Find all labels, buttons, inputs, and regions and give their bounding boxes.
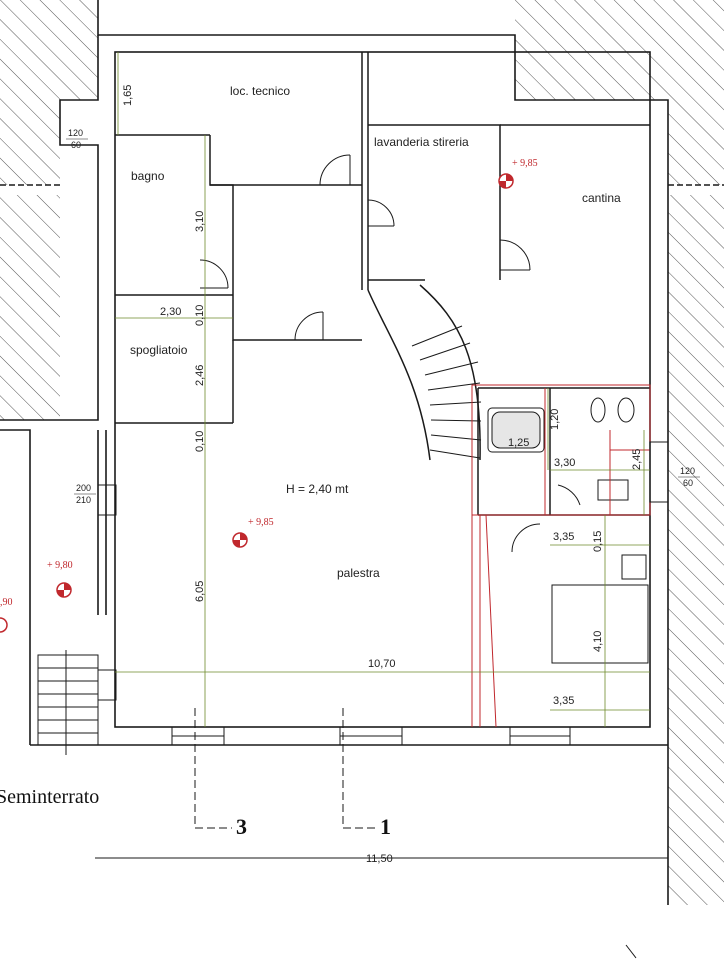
dim-3-35-b: 3,35 [553,695,574,707]
section-lines [95,708,668,859]
dim-10-70: 10,70 [368,658,396,670]
dim-11-50: 11,50 [366,853,393,865]
height-note: H = 2,40 mt [286,482,349,496]
door-swings [199,154,581,553]
room-label-spogliatoio: spogliatoio [130,343,188,357]
dimension-lines [115,52,650,727]
window-1-width: 120 [68,128,83,138]
elevation-label-4: ,90 [0,597,13,608]
window-2-height: 60 [683,478,693,488]
dim-2-46: 2,46 [194,365,206,386]
bathroom-fixtures [487,397,649,664]
dim-3-35-a: 3,35 [553,531,574,543]
redline-overlay [471,384,651,728]
level-label: Seminterrato [0,786,99,808]
dim-6-05: 6,05 [194,581,206,602]
elevation-label-1: + 9,85 [512,158,538,169]
room-label-lavanderia: lavanderia stireria [374,135,469,149]
dim-4-10: 4,10 [592,631,604,652]
room-label-palestra: palestra [337,566,380,580]
staircase [411,325,482,459]
elevation-label-2: + 9,85 [248,517,274,528]
dim-0-10-b: 0,10 [194,431,206,452]
dim-2-30: 2,30 [160,306,181,318]
exterior-steps [37,650,99,755]
section-marker-1: 1 [380,814,391,839]
room-label-bagno: bagno [131,169,165,183]
elevation-label-3: + 9,80 [47,560,73,571]
dim-2-45: 2,45 [631,449,643,470]
window-2-width: 120 [680,466,695,476]
dim-3-30: 3,30 [554,457,575,469]
door-width: 200 [76,483,91,493]
dim-0-15: 0,15 [592,531,604,552]
section-marker-3: 3 [236,814,247,839]
room-label-cantina: cantina [582,191,621,205]
stray-mark [625,944,637,959]
door-height: 210 [76,495,91,505]
dim-1-20: 1,20 [549,409,561,430]
windows [97,441,669,746]
dim-3-10: 3,10 [194,211,206,232]
window-1-height: 60 [71,140,81,150]
dim-0-10-a: 0,10 [194,305,206,326]
terrain-hatch [0,0,724,905]
dim-1-65: 1,65 [122,85,134,106]
dim-1-25: 1,25 [508,437,529,449]
room-label-loc-tecnico: loc. tecnico [230,84,290,98]
elevation-markers [0,173,514,633]
